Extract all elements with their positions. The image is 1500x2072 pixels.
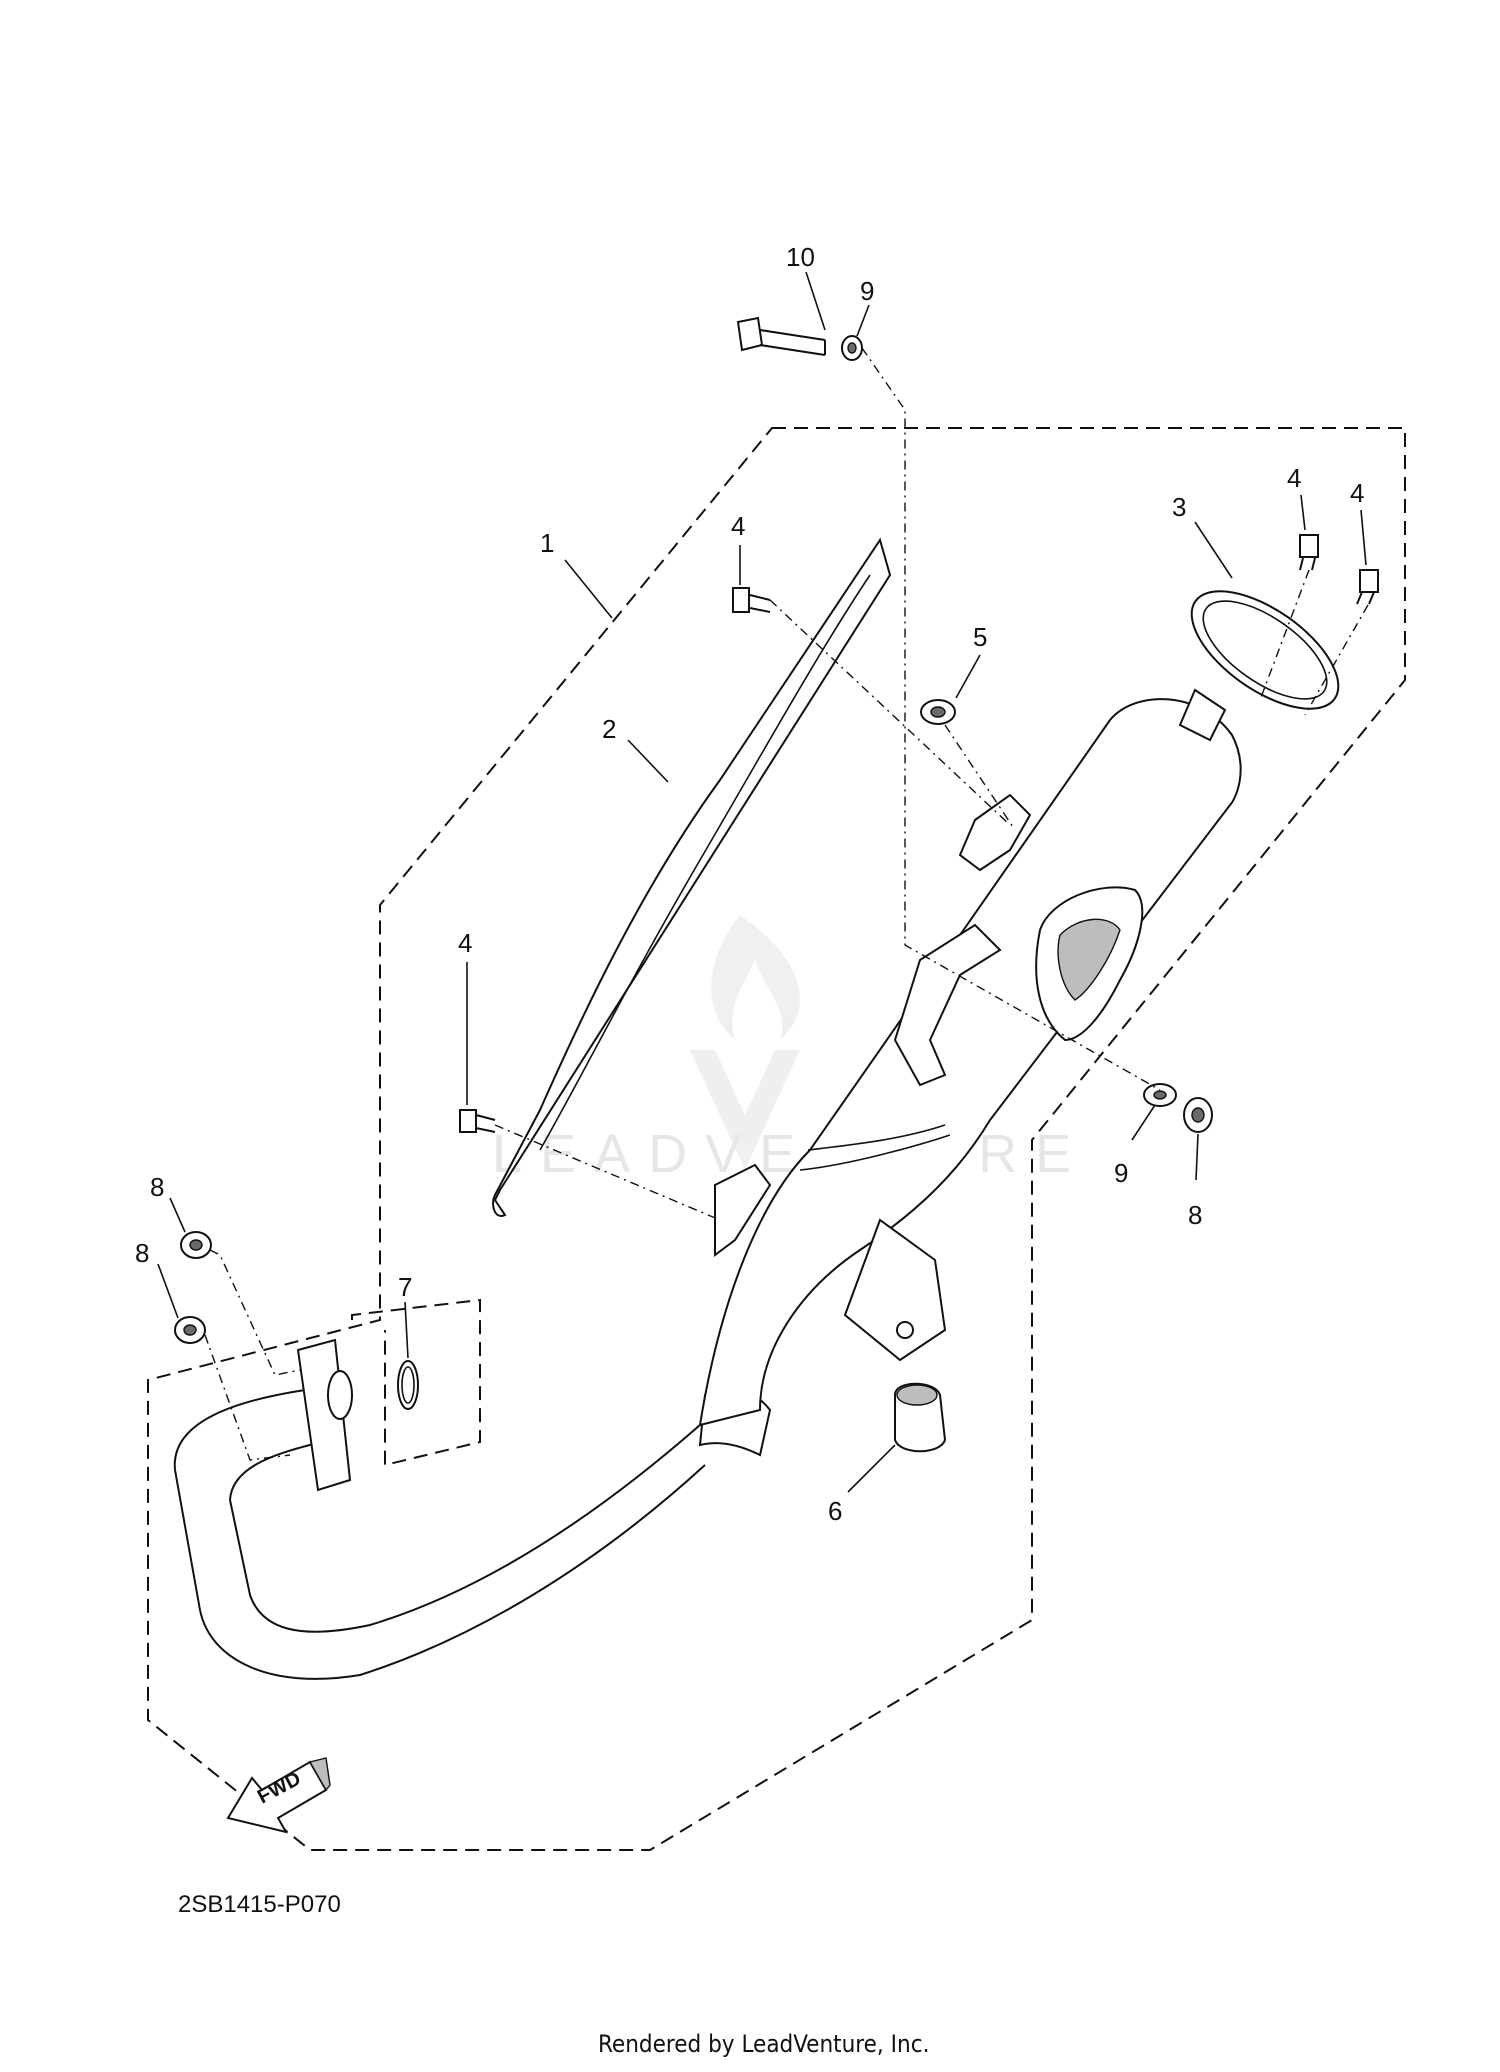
damper <box>894 1382 947 1453</box>
callout-9-top: 9 <box>860 276 874 306</box>
nut-8-upper-left <box>180 1231 212 1259</box>
nut-5 <box>920 699 956 725</box>
end-cap <box>1178 590 1340 742</box>
callout-2: 2 <box>602 714 616 744</box>
render-credit: Rendered by LeadVenture, Inc. <box>598 2030 929 2058</box>
callout-10: 10 <box>786 242 815 272</box>
bolt-4-shield-top <box>732 587 771 613</box>
callout-6: 6 <box>828 1496 842 1526</box>
callout-4-cap-right: 4 <box>1350 478 1364 508</box>
bolt-4-shield-bottom <box>459 1109 496 1133</box>
callout-3: 3 <box>1172 492 1186 522</box>
gasket <box>397 1360 419 1410</box>
callout-5: 5 <box>973 622 987 652</box>
washer-9-top <box>841 335 863 361</box>
bolt-4-cap-right <box>1356 569 1379 605</box>
callout-7: 7 <box>398 1272 412 1302</box>
assembly-outline <box>147 427 1406 1851</box>
watermark-logo <box>690 915 800 1170</box>
callout-1: 1 <box>540 528 554 558</box>
callout-4-shield-bottom: 4 <box>458 928 472 958</box>
heat-shield <box>492 537 892 1217</box>
bolt-10 <box>736 316 826 356</box>
nut-8-lower-left <box>174 1316 206 1344</box>
callout-4-cap-left: 4 <box>1287 463 1301 493</box>
muffler <box>698 698 1242 1427</box>
callout-labels: 10 9 1 4 3 4 4 5 2 4 9 8 8 8 7 6 <box>135 242 1364 1526</box>
exhaust-pipe <box>173 1338 772 1680</box>
callout-9-right: 9 <box>1114 1158 1128 1188</box>
assembly-leaders <box>204 347 1369 1461</box>
callout-8-right: 8 <box>1188 1200 1202 1230</box>
callout-leaders <box>157 271 1367 1493</box>
washer-9-right <box>1143 1083 1177 1107</box>
callout-8-upper-left: 8 <box>150 1172 164 1202</box>
callout-4-shield-top: 4 <box>731 511 745 541</box>
callout-8-lower-left: 8 <box>135 1238 149 1268</box>
diagram-code: 2SB1415-P070 <box>178 1891 341 1918</box>
nut-8-right <box>1183 1097 1213 1133</box>
fwd-arrow: FWD <box>226 1757 331 1834</box>
bolt-4-cap-left <box>1299 534 1319 571</box>
